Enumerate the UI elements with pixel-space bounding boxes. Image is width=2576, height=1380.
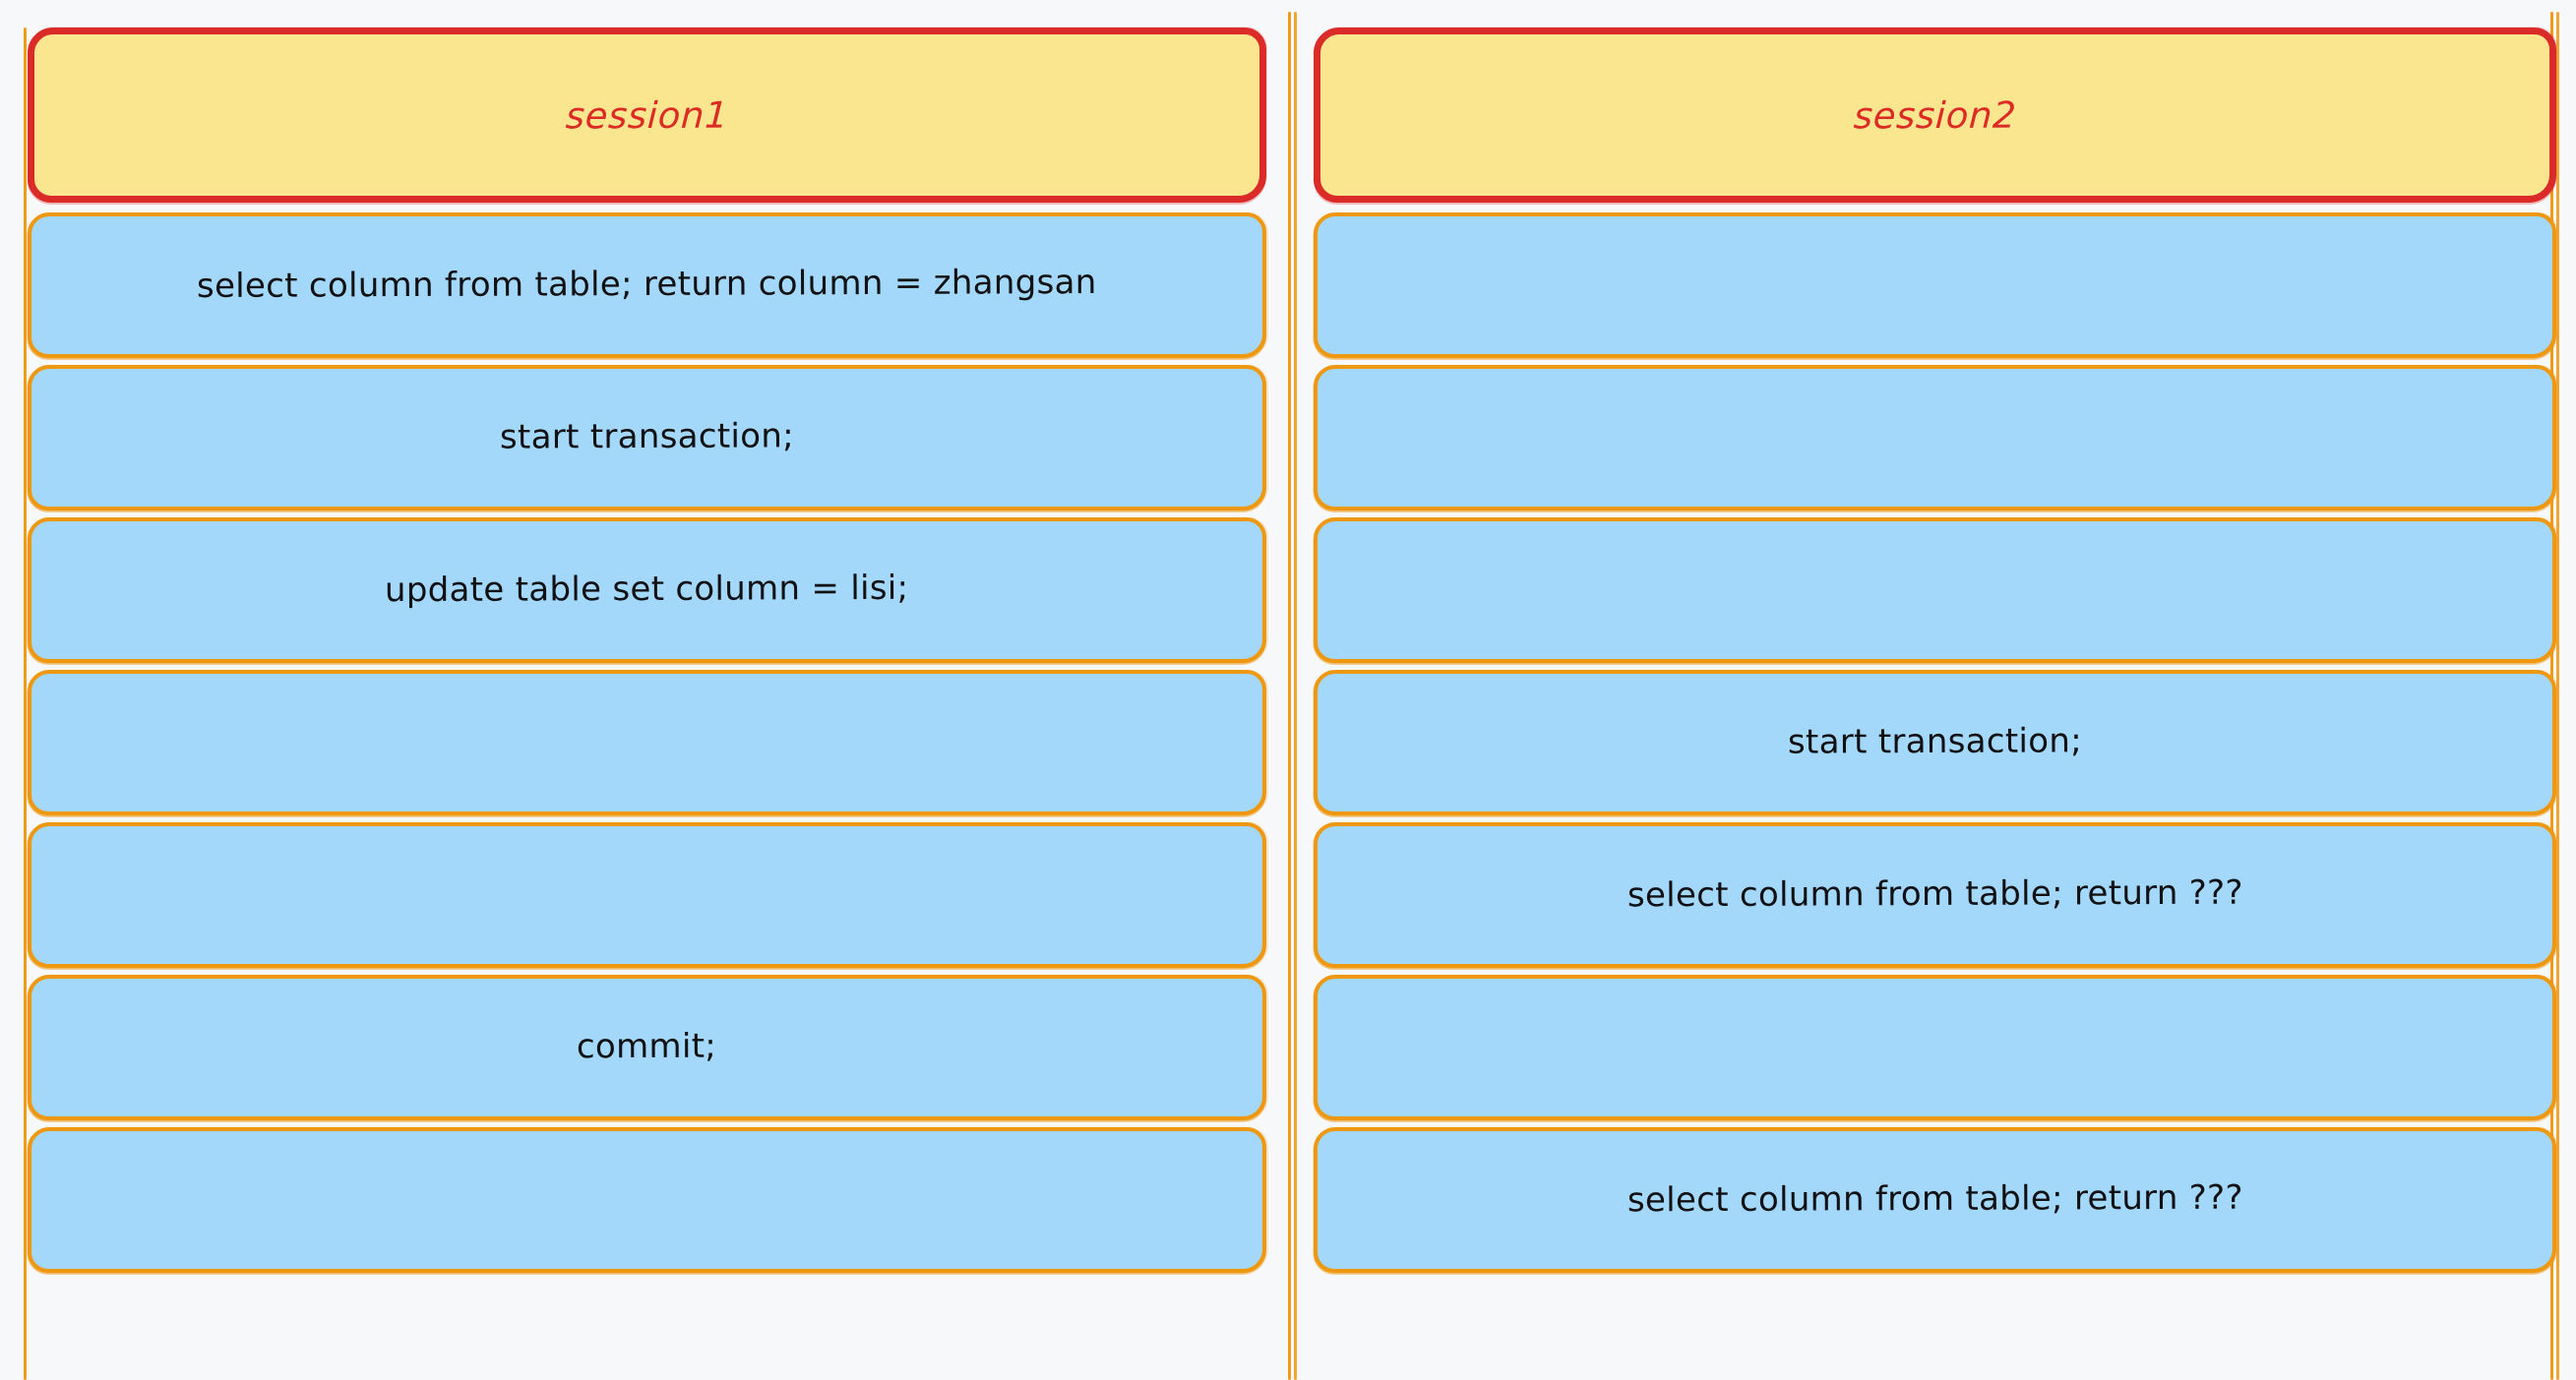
session1-row-6-text: commit;	[577, 1027, 717, 1067]
column-header-label: session2	[1852, 93, 2018, 137]
session2-row-1[interactable]	[1314, 212, 2556, 358]
session2-row-2[interactable]	[1314, 365, 2556, 510]
session2-row-4-text: start transaction;	[1787, 721, 2083, 763]
session2-row-1-text	[1911, 284, 1958, 285]
session1-row-2-text: start transaction;	[499, 416, 795, 458]
session1-row-2[interactable]: start transaction;	[28, 365, 1266, 510]
column-session2: session2 start transaction; select colum…	[1288, 0, 2576, 1380]
column-session1: session1 select column from table; retur…	[28, 28, 1266, 1273]
session1-row-5[interactable]	[28, 822, 1266, 968]
session2-row-3-text	[1911, 589, 1958, 590]
column-header-session2[interactable]: session2	[1314, 28, 2556, 203]
session2-row-6-text	[1911, 1047, 1958, 1048]
session2-row-4[interactable]: start transaction;	[1314, 670, 2556, 815]
session1-row-1-text: select column from table; return column …	[197, 263, 1097, 307]
session1-row-4-text	[623, 742, 670, 743]
session1-row-5-text	[623, 894, 670, 895]
session2-row-5[interactable]: select column from table; return ???	[1314, 822, 2556, 968]
session2-row-7[interactable]: select column from table; return ???	[1314, 1127, 2556, 1273]
session2-row-3[interactable]	[1314, 517, 2556, 663]
session1-row-3[interactable]: update table set column = lisi;	[28, 517, 1266, 663]
session2-row-6[interactable]	[1314, 975, 2556, 1120]
session1-row-3-text: update table set column = lisi;	[385, 569, 909, 611]
session2-row-5-text: select column from table; return ???	[1626, 873, 2243, 916]
column-header-label: session1	[564, 93, 730, 137]
column-header-session1[interactable]: session1	[28, 28, 1266, 203]
session2-row-7-text: select column from table; return ???	[1626, 1178, 2243, 1221]
session1-row-4[interactable]	[28, 670, 1266, 815]
session1-row-7-text	[623, 1199, 670, 1200]
session1-row-6[interactable]: commit;	[28, 975, 1266, 1120]
session1-row-1[interactable]: select column from table; return column …	[28, 212, 1266, 358]
session1-row-7[interactable]	[28, 1127, 1266, 1273]
session2-row-2-text	[1911, 437, 1958, 438]
